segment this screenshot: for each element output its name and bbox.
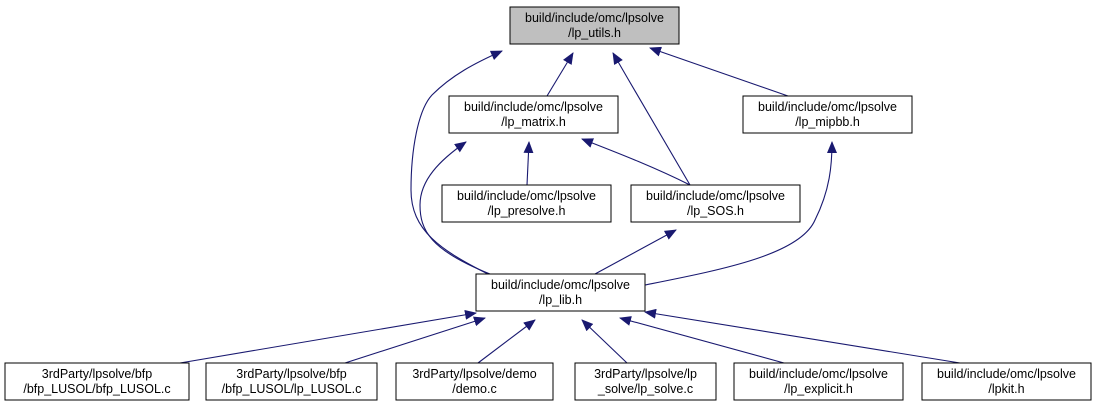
- node-label-line: build/include/omc/lpsolve: [525, 11, 664, 25]
- node-label-line: /lp_lib.h: [539, 293, 582, 307]
- node-lpkit[interactable]: build/include/omc/lpsolve/lpkit.h: [921, 362, 1092, 401]
- edge-lp_lib-to-lp_mipbb: [644, 141, 837, 286]
- node-label-line: build/include/omc/lpsolve: [937, 367, 1076, 381]
- node-label-line: _solve/lp_solve.c: [597, 382, 693, 396]
- node-lp_LUSOL_c[interactable]: 3rdParty/lpsolve/bfp/bfp_LUSOL/lp_LUSOL.…: [205, 362, 378, 401]
- edge-lp_matrix-to-lp_utils: [546, 52, 574, 97]
- node-lp_explicit[interactable]: build/include/omc/lpsolve/lp_explicit.h: [733, 362, 904, 401]
- node-lp_presolve[interactable]: build/include/omc/lpsolve/lp_presolve.h: [441, 184, 612, 223]
- node-label-line: /lp_utils.h: [568, 26, 621, 40]
- node-label-line: /lp_SOS.h: [687, 204, 744, 218]
- node-box: [205, 362, 378, 401]
- node-box: [4, 362, 190, 401]
- node-box: [475, 273, 646, 312]
- node-label-line: /bfp_LUSOL/lp_LUSOL.c: [222, 382, 362, 396]
- node-box: [733, 362, 904, 401]
- node-label-line: 3rdParty/lpsolve/lp: [594, 367, 697, 381]
- node-label-line: 3rdParty/lpsolve/bfp: [236, 367, 347, 381]
- node-label-line: build/include/omc/lpsolve: [646, 189, 785, 203]
- edge-lpkit-to-lp_lib: [644, 308, 961, 364]
- edge-demo_c-to-lp_lib: [477, 319, 536, 364]
- node-box: [395, 362, 554, 401]
- edge-lp_SOS-to-lp_matrix: [581, 138, 691, 186]
- node-label-line: build/include/omc/lpsolve: [749, 367, 888, 381]
- node-label-line: /lp_presolve.h: [488, 204, 566, 218]
- node-label-line: build/include/omc/lpsolve: [464, 100, 603, 114]
- node-box: [441, 184, 612, 223]
- edge-lp_mipbb-to-lp_utils: [649, 46, 789, 97]
- node-label-line: 3rdParty/lpsolve/bfp: [42, 367, 153, 381]
- node-lp_SOS[interactable]: build/include/omc/lpsolve/lp_SOS.h: [630, 184, 801, 223]
- node-demo_c[interactable]: 3rdParty/lpsolve/demo/demo.c: [395, 362, 554, 401]
- node-lp_solve_c[interactable]: 3rdParty/lpsolve/lp_solve/lp_solve.c: [574, 362, 717, 401]
- node-label-line: /demo.c: [452, 382, 496, 396]
- node-label-line: build/include/omc/lpsolve: [457, 189, 596, 203]
- edge-lp_LUSOL_c-to-lp_lib: [344, 316, 486, 364]
- dependency-edges: [179, 46, 961, 364]
- edge-lp_lib-to-lp_matrix: [419, 141, 491, 275]
- node-label-line: /lp_mipbb.h: [795, 115, 860, 129]
- node-lp_lib[interactable]: build/include/omc/lpsolve/lp_lib.h: [475, 273, 646, 312]
- node-label-line: build/include/omc/lpsolve: [491, 278, 630, 292]
- node-bfp_LUSOL_c[interactable]: 3rdParty/lpsolve/bfp/bfp_LUSOL/bfp_LUSOL…: [4, 362, 190, 401]
- edge-lp_explicit-to-lp_lib: [619, 316, 785, 364]
- node-lp_matrix[interactable]: build/include/omc/lpsolve/lp_matrix.h: [448, 95, 619, 134]
- node-label-line: /bfp_LUSOL/bfp_LUSOL.c: [23, 382, 170, 396]
- node-label-line: build/include/omc/lpsolve: [758, 100, 897, 114]
- edge-lp_lib-to-lp_utils: [410, 50, 503, 275]
- node-box: [630, 184, 801, 223]
- edge-bfp_LUSOL_c-to-lp_lib: [179, 309, 477, 364]
- node-box: [509, 6, 680, 45]
- edge-lp_SOS-to-lp_utils: [612, 52, 691, 186]
- node-box: [742, 95, 913, 134]
- node-lp_mipbb[interactable]: build/include/omc/lpsolve/lp_mipbb.h: [742, 95, 913, 134]
- edge-lp_lib-to-lp_SOS: [594, 229, 677, 275]
- node-box: [448, 95, 619, 134]
- file-nodes: build/include/omc/lpsolve/lp_utils.hbuil…: [4, 6, 1092, 401]
- node-label-line: 3rdParty/lpsolve/demo: [412, 367, 536, 381]
- edge-lp_presolve-to-lp_matrix: [523, 141, 534, 186]
- node-label-line: /lp_matrix.h: [501, 115, 566, 129]
- node-label-line: /lpkit.h: [988, 382, 1024, 396]
- node-lp_utils[interactable]: build/include/omc/lpsolve/lp_utils.h: [509, 6, 680, 45]
- node-box: [574, 362, 717, 401]
- node-box: [921, 362, 1092, 401]
- node-label-line: /lp_explicit.h: [784, 382, 853, 396]
- edge-lp_solve_c-to-lp_lib: [581, 319, 628, 364]
